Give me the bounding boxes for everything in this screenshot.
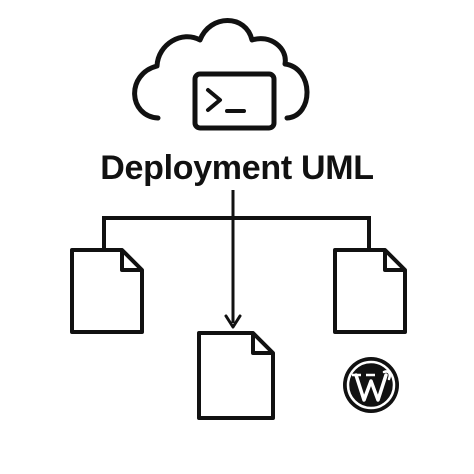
wordpress-logo-icon (343, 357, 399, 413)
connectors (102, 190, 371, 329)
arrowhead (224, 314, 242, 329)
cloud-outline (132, 18, 310, 121)
document-icon-center (197, 331, 275, 420)
diagram-title: Deployment UML (100, 149, 374, 187)
terminal-prompt-chevron (206, 88, 222, 112)
cloud-terminal-icon (132, 18, 310, 131)
document-icon-left (70, 248, 144, 334)
terminal-window (192, 71, 277, 131)
connector-left-right (102, 216, 371, 249)
document-icon-right (333, 248, 407, 334)
